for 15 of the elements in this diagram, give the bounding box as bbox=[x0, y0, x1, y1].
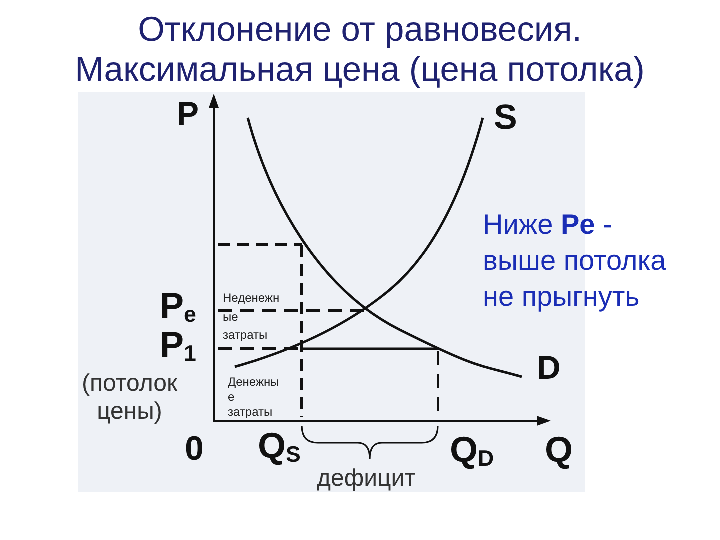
quantity-label: Q$_{S}$ bbox=[258, 428, 301, 466]
cost-label: Неденежн ые затраты bbox=[223, 290, 280, 344]
curve-label: S bbox=[494, 100, 518, 135]
cost-label: Денежны е затраты bbox=[228, 375, 280, 420]
deficit-label: дефицит bbox=[317, 467, 416, 491]
price-label: P$_{e}$ bbox=[160, 288, 196, 326]
annotation-text: Ниже Pe - выше потолка не прыгнуть bbox=[483, 208, 668, 314]
price-ceiling-caption: (потолок цены) bbox=[82, 370, 178, 426]
curve-label: D bbox=[537, 351, 561, 384]
price-label: P$_{1}$ bbox=[160, 327, 196, 366]
origin-label: 0 bbox=[185, 432, 204, 466]
axis-label: Q bbox=[545, 432, 574, 468]
title: Отклонение от равновесия. Максимальная цена (цена потолка) bbox=[74, 10, 646, 90]
quantity-label: Q$_{D}$ bbox=[450, 432, 494, 470]
axis-label: P bbox=[177, 97, 200, 130]
